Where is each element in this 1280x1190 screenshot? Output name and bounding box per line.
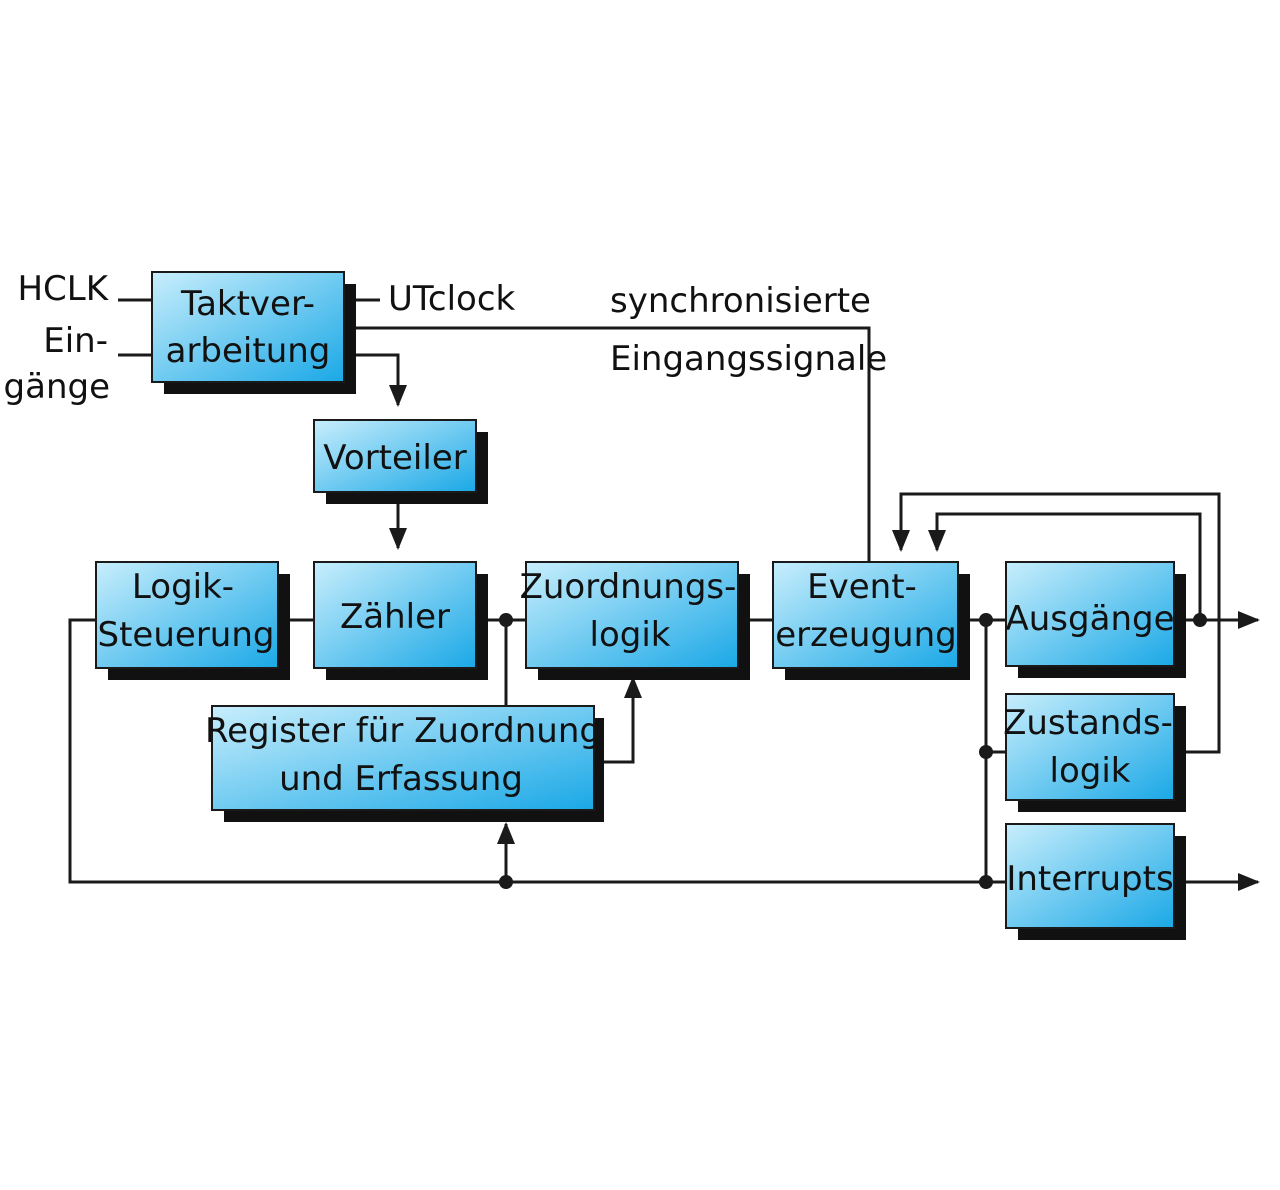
block-register: Register für Zuordnung und Erfassung [205,705,604,822]
block-ausgaenge: Ausgänge [1005,561,1186,678]
block-interrupts: Interrupts [1005,823,1186,940]
block-zuordnungslogik: Zuordnungs- logik [520,561,750,680]
block-label: Interrupts [1006,859,1173,899]
junction-dot [499,613,513,627]
block-vorteiler: Vorteiler [313,419,488,504]
block-label: Zähler [340,597,450,637]
block-label: Logik- [132,567,234,607]
junction-dot [499,875,513,889]
junction-dot [979,745,993,759]
block-zustandslogik: Zustands- logik [1003,693,1186,812]
block-label: Zustands- [1003,703,1173,743]
bottom-loop-line [68,618,1006,884]
block-label: erzeugung [775,615,956,655]
ausgaenge-feedback-line [928,512,1202,620]
block-label: Zuordnungs- [520,567,737,607]
takt-to-vorteiler-line [344,353,407,407]
block-label: und Erfassung [279,759,523,799]
block-taktverarbeitung: Taktver- arbeitung [151,271,356,394]
block-logik-steuerung: Logik- Steuerung [95,561,290,680]
label-sync-signals: Eingangssignale [610,339,887,379]
block-label: Event- [807,567,917,607]
label-hclk: HCLK [17,269,109,309]
junction-dot [979,613,993,627]
block-label: Vorteiler [323,438,466,478]
block-label: Ausgänge [1006,599,1175,639]
register-to-zuordnung-line [594,676,642,764]
sync-signal-line [344,326,871,562]
label-eingaenge: Ein- [43,321,108,361]
block-label: Taktver- [180,284,315,324]
label-utclock: UTclock [388,279,516,319]
junction-dots [499,613,1207,889]
label-sync-signals: synchronisierte [610,281,871,321]
block-label: Register für Zuordnung [205,711,601,751]
junction-dot [979,875,993,889]
junction-dot [1193,613,1207,627]
block-eventerzeugung: Event- erzeugung [772,561,970,680]
block-label: logik [1050,751,1131,791]
block-label: Steuerung [98,615,275,655]
block-label: logik [590,615,671,655]
label-eingaenge: gänge [4,367,110,407]
block-zaehler: Zähler [313,561,488,680]
block-label: arbeitung [166,331,331,371]
zustand-feedback-line [892,492,1221,754]
